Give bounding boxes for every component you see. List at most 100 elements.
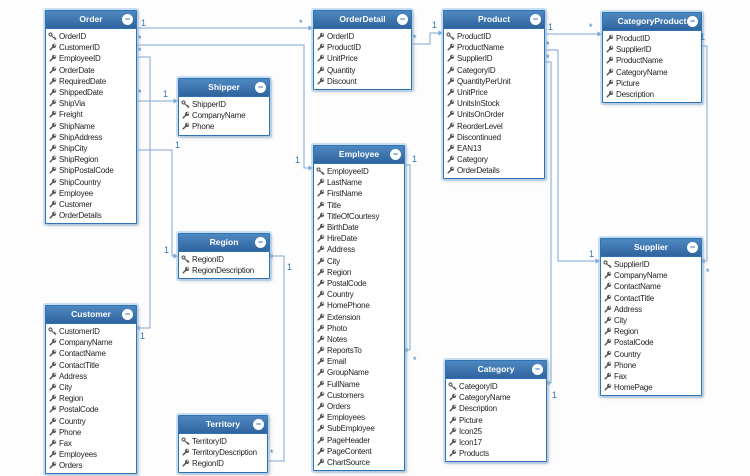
field-row-freight[interactable]: Freight [46,109,136,120]
field-row-discount[interactable]: Discount [314,76,411,87]
field-row-phone[interactable]: Phone [179,121,269,132]
field-row-companyname[interactable]: CompanyName [179,110,269,121]
connector-order-region[interactable] [135,149,178,257]
field-row-products[interactable]: Products [446,448,546,459]
connector-territory-region[interactable] [265,255,285,462]
field-row-contactname[interactable]: ContactName [601,281,701,292]
field-row-shipregion[interactable]: ShipRegion [46,154,136,165]
field-row-customerid[interactable]: CustomerID [46,326,136,337]
field-row-orders[interactable]: Orders [314,401,404,412]
field-row-shipcountry[interactable]: ShipCountry [46,176,136,187]
field-row-regiondescription[interactable]: RegionDescription [179,265,269,276]
field-row-territorydescription[interactable]: TerritoryDescription [179,447,267,458]
field-row-icon17[interactable]: Icon17 [446,437,546,448]
collapse-button[interactable]: − [255,237,266,248]
field-row-productid[interactable]: ProductID [444,31,544,42]
field-row-firstname[interactable]: FirstName [314,188,404,199]
field-row-postalcode[interactable]: PostalCode [46,404,136,415]
field-row-picture[interactable]: Picture [446,415,546,426]
field-row-extension[interactable]: Extension [314,311,404,322]
field-row-discontinued[interactable]: Discontinued [444,132,544,143]
entity-header[interactable]: Product− [444,11,544,29]
field-row-employees[interactable]: Employees [46,449,136,460]
field-row-shipcity[interactable]: ShipCity [46,143,136,154]
field-row-unitsonorder[interactable]: UnitsOnOrder [444,109,544,120]
field-row-requireddate[interactable]: RequiredDate [46,76,136,87]
entity-header[interactable]: OrderDetail− [314,11,411,29]
collapse-button[interactable]: − [390,149,401,160]
field-row-employee[interactable]: Employee [46,188,136,199]
field-row-subemployee[interactable]: SubEmployee [314,423,404,434]
field-row-productid[interactable]: ProductID [603,33,701,44]
field-row-regionid[interactable]: RegionID [179,458,267,469]
field-row-postalcode[interactable]: PostalCode [601,337,701,348]
field-row-reportsto[interactable]: ReportsTo [314,345,404,356]
collapse-button[interactable]: − [255,82,266,93]
field-row-fullname[interactable]: FullName [314,379,404,390]
field-row-postalcode[interactable]: PostalCode [314,278,404,289]
field-row-city[interactable]: City [46,382,136,393]
collapse-button[interactable]: − [530,14,541,25]
field-row-contacttitle[interactable]: ContactTitle [601,293,701,304]
field-row-phone[interactable]: Phone [601,360,701,371]
connector-product-supplier[interactable] [543,49,600,262]
connector-orderdetail-product[interactable] [410,32,443,45]
field-row-shippostalcode[interactable]: ShipPostalCode [46,165,136,176]
field-row-supplierid[interactable]: SupplierID [601,259,701,270]
entity-header[interactable]: Supplier− [601,239,701,257]
entity-header[interactable]: CategoryProduct− [603,13,701,31]
field-row-address[interactable]: Address [46,371,136,382]
field-row-description[interactable]: Description [446,403,546,414]
field-row-orderid[interactable]: OrderID [314,31,411,42]
field-row-chartsource[interactable]: ChartSource [314,457,404,468]
field-row-supplierid[interactable]: SupplierID [603,44,701,55]
field-row-contactname[interactable]: ContactName [46,348,136,359]
field-row-description[interactable]: Description [603,89,701,100]
field-row-customerid[interactable]: CustomerID [46,42,136,53]
field-row-unitprice[interactable]: UnitPrice [444,87,544,98]
field-row-icon25[interactable]: Icon25 [446,426,546,437]
field-row-orders[interactable]: Orders [46,460,136,471]
field-row-title[interactable]: Title [314,200,404,211]
field-row-reorderlevel[interactable]: ReorderLevel [444,121,544,132]
field-row-categoryid[interactable]: CategoryID [444,65,544,76]
field-row-regionid[interactable]: RegionID [179,254,269,265]
field-row-titleofcourtesy[interactable]: TitleOfCourtesy [314,211,404,222]
collapse-button[interactable]: − [253,419,264,430]
collapse-button[interactable]: − [687,16,698,27]
field-row-employeeid[interactable]: EmployeeID [46,53,136,64]
field-row-productname[interactable]: ProductName [603,55,701,66]
entity-header[interactable]: Order− [46,11,136,29]
field-row-employees[interactable]: Employees [314,412,404,423]
field-row-categoryname[interactable]: CategoryName [446,392,546,403]
field-row-orderdate[interactable]: OrderDate [46,65,136,76]
field-row-customer[interactable]: Customer [46,199,136,210]
field-row-city[interactable]: City [601,315,701,326]
field-row-companyname[interactable]: CompanyName [601,270,701,281]
field-row-productname[interactable]: ProductName [444,42,544,53]
field-row-quantity[interactable]: Quantity [314,65,411,76]
field-row-orderdetails[interactable]: OrderDetails [444,165,544,176]
entity-header[interactable]: Shipper− [179,79,269,97]
field-row-companyname[interactable]: CompanyName [46,337,136,348]
collapse-button[interactable]: − [122,309,133,320]
field-row-territoryid[interactable]: TerritoryID [179,436,267,447]
field-row-region[interactable]: Region [46,393,136,404]
field-row-orderid[interactable]: OrderID [46,31,136,42]
field-row-shipaddress[interactable]: ShipAddress [46,132,136,143]
field-row-supplierid[interactable]: SupplierID [444,53,544,64]
field-row-country[interactable]: Country [46,416,136,427]
field-row-fax[interactable]: Fax [46,438,136,449]
field-row-fax[interactable]: Fax [601,371,701,382]
field-row-birthdate[interactable]: BirthDate [314,222,404,233]
field-row-notes[interactable]: Notes [314,334,404,345]
field-row-quantityperunit[interactable]: QuantityPerUnit [444,76,544,87]
field-row-photo[interactable]: Photo [314,323,404,334]
